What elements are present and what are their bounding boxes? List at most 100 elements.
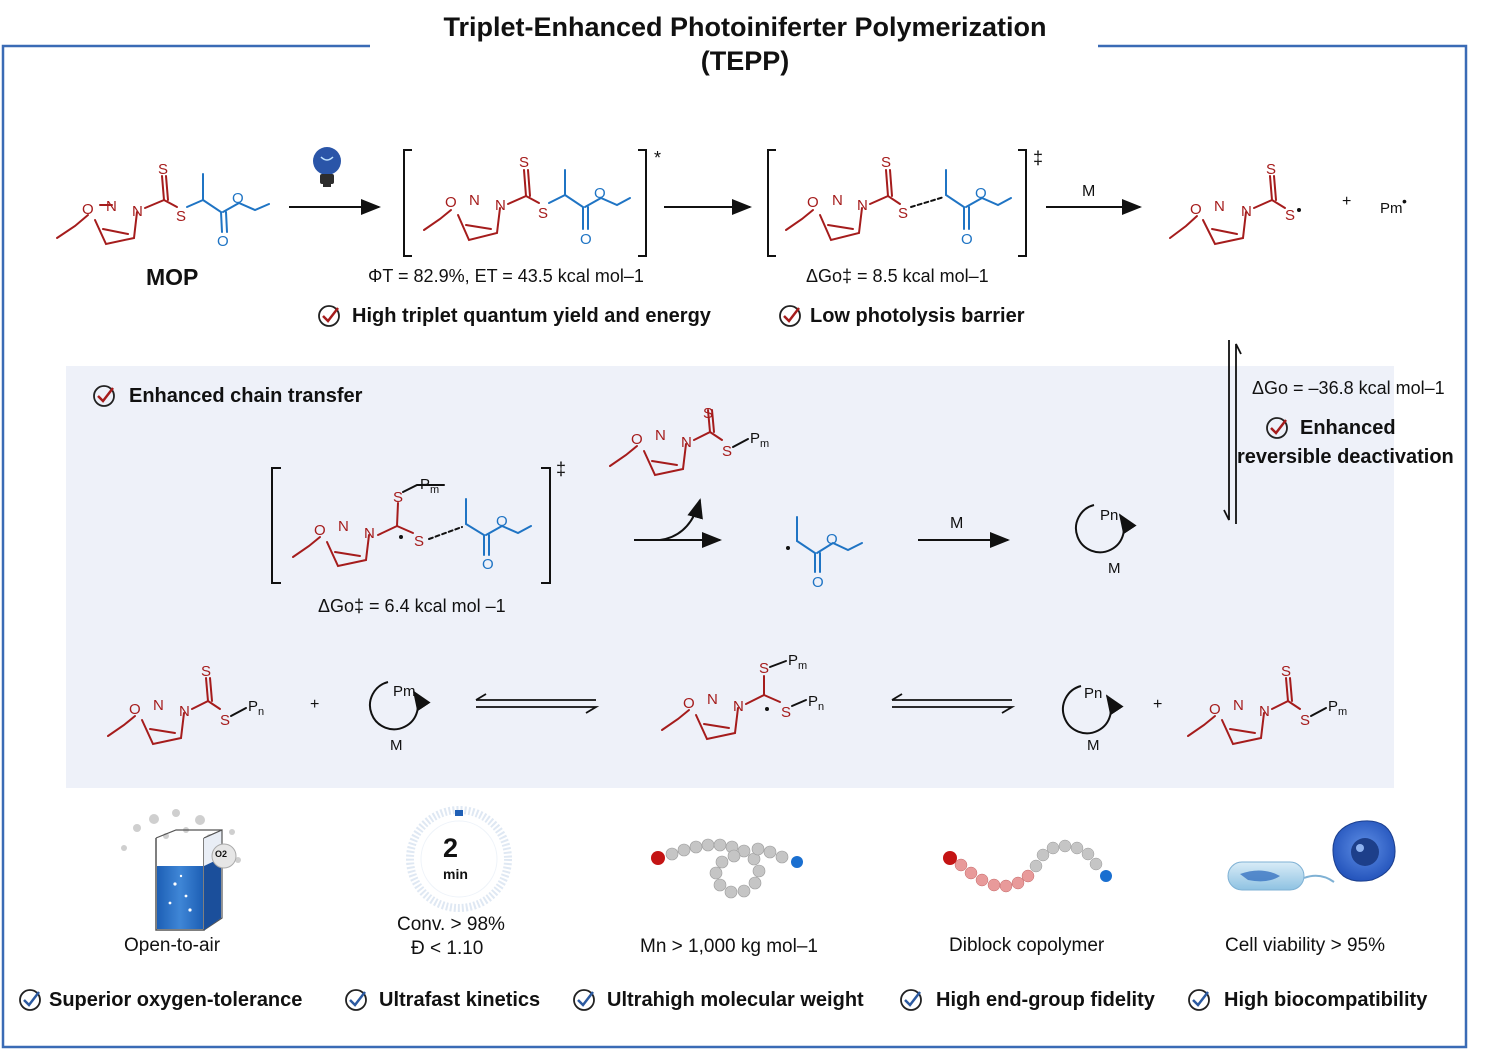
svg-text:O: O bbox=[496, 513, 508, 530]
raft-pm-molecule bbox=[1187, 677, 1327, 746]
svg-text:N: N bbox=[1241, 203, 1252, 220]
svg-text:N: N bbox=[733, 698, 744, 715]
svg-text:N: N bbox=[655, 427, 666, 444]
equilibrium-vertical-arrows bbox=[1223, 340, 1242, 524]
oxygen-bubbles-icon bbox=[121, 809, 241, 863]
mop-atom-labels: O N N S S O O bbox=[82, 161, 244, 250]
svg-text:O: O bbox=[1209, 701, 1221, 718]
svg-text:O: O bbox=[314, 522, 326, 539]
svg-text:O: O bbox=[631, 431, 643, 448]
caption-open-to-air: Open-to-air bbox=[124, 935, 221, 956]
svg-text:O: O bbox=[129, 701, 141, 718]
deactivation-dg: ΔGo = –36.8 kcal mol–1 bbox=[1252, 378, 1445, 398]
raft-radical-molecule bbox=[1169, 175, 1286, 246]
released-raft-molecule bbox=[609, 409, 749, 477]
svg-text:n: n bbox=[258, 706, 264, 718]
panel-ts-dg: ΔGo‡ = 6.4 kcal mol –1 bbox=[318, 596, 506, 616]
svg-text:N: N bbox=[106, 198, 117, 215]
propagating-chain-icon-pm bbox=[368, 681, 431, 731]
svg-text:n: n bbox=[818, 701, 824, 713]
svg-text:O: O bbox=[826, 531, 838, 548]
check-icon-barrier bbox=[779, 305, 801, 327]
check-icon-chain-transfer bbox=[93, 385, 115, 407]
feature-biocompatibility: High biocompatibility bbox=[1224, 989, 1428, 1011]
svg-text:N: N bbox=[338, 518, 349, 535]
caption-conversion: Conv. > 98% bbox=[397, 914, 505, 935]
check-icon-triplet bbox=[318, 305, 340, 327]
svg-text:S: S bbox=[881, 154, 891, 171]
intermediate-radical-labels: O N N S S P m P n bbox=[683, 652, 824, 721]
svg-text:P: P bbox=[808, 693, 818, 710]
excited-molecule bbox=[423, 169, 631, 242]
svg-text:O: O bbox=[683, 695, 695, 712]
ts-bracket bbox=[767, 149, 1027, 257]
svg-text:S: S bbox=[1300, 712, 1310, 729]
leaving-radical bbox=[796, 516, 863, 573]
plus-left: + bbox=[310, 696, 320, 713]
svg-text:S: S bbox=[519, 154, 529, 171]
timer-unit: min bbox=[443, 866, 468, 882]
svg-text:S: S bbox=[538, 205, 548, 222]
svg-text:P: P bbox=[1328, 698, 1338, 715]
svg-text:O: O bbox=[594, 185, 606, 202]
svg-text:S: S bbox=[201, 663, 211, 680]
svg-text:N: N bbox=[1214, 198, 1225, 215]
propagation-arrow-label: M bbox=[1082, 183, 1096, 200]
check-icon-oxygen bbox=[19, 989, 41, 1011]
equilibrium-arrows-right bbox=[891, 693, 1016, 714]
svg-text:S: S bbox=[898, 205, 908, 222]
svg-text:O: O bbox=[975, 185, 987, 202]
svg-text:N: N bbox=[707, 691, 718, 708]
svg-text:O: O bbox=[580, 231, 592, 248]
svg-text:S: S bbox=[781, 704, 791, 721]
polymer-coil-icon bbox=[651, 838, 803, 899]
svg-text:N: N bbox=[832, 192, 843, 209]
release-curve bbox=[659, 498, 703, 541]
ring-left-pm: Pm bbox=[393, 683, 416, 700]
ring-left-m: M bbox=[390, 737, 403, 754]
feature-deactivation-line1: Enhanced bbox=[1300, 417, 1396, 439]
feature-oxygen-tolerance: Superior oxygen-tolerance bbox=[49, 989, 303, 1011]
svg-text:O: O bbox=[961, 231, 973, 248]
svg-text:S: S bbox=[703, 405, 713, 422]
reinitiation-arrow-label: M bbox=[950, 515, 964, 532]
svg-text:O: O bbox=[482, 556, 494, 573]
panel-ts-molecule bbox=[292, 484, 532, 568]
bacteria-icon bbox=[1227, 861, 1335, 891]
outer-frame bbox=[1, 44, 1468, 1049]
svg-text:P: P bbox=[248, 698, 258, 715]
o2-molecule-icon bbox=[211, 843, 237, 869]
svg-text:N: N bbox=[469, 192, 480, 209]
raft-radical-labels: O N N S S bbox=[1190, 161, 1301, 224]
svg-text:O: O bbox=[812, 574, 824, 591]
svg-text:S: S bbox=[176, 208, 186, 225]
lightbulb-icon bbox=[313, 147, 341, 187]
svg-text:N: N bbox=[132, 203, 143, 220]
svg-text:P: P bbox=[750, 430, 760, 447]
svg-text:S: S bbox=[393, 489, 403, 506]
svg-text:N: N bbox=[1259, 703, 1270, 720]
svg-text:m: m bbox=[760, 438, 769, 450]
panel-ts-labels: O N N S S P m O O bbox=[314, 476, 508, 573]
svg-text:O: O bbox=[807, 194, 819, 211]
check-icon-fidelity bbox=[900, 989, 922, 1011]
svg-text:m: m bbox=[1338, 706, 1347, 718]
svg-text:O: O bbox=[232, 190, 244, 207]
svg-text:S: S bbox=[759, 660, 769, 677]
timer-icon bbox=[406, 806, 512, 912]
feature-triplet: High triplet quantum yield and energy bbox=[352, 305, 711, 327]
caption-molecular-weight: Mn > 1,000 kg mol–1 bbox=[640, 936, 818, 957]
chain-transfer-panel bbox=[66, 366, 1394, 788]
ring-upper-m: M bbox=[1108, 560, 1121, 577]
ring-upper-pn: Pn bbox=[1100, 507, 1119, 524]
ring-right-pn: Pn bbox=[1084, 685, 1103, 702]
feature-barrier: Low photolysis barrier bbox=[810, 305, 1025, 327]
svg-text:S: S bbox=[1281, 663, 1291, 680]
svg-text:O: O bbox=[445, 194, 457, 211]
caption-diblock: Diblock copolymer bbox=[949, 935, 1105, 956]
caption-dispersity: Đ < 1.10 bbox=[411, 938, 484, 959]
timer-value: 2 bbox=[443, 833, 459, 863]
radical-plus: + bbox=[1342, 193, 1352, 210]
svg-text:S: S bbox=[1266, 161, 1276, 178]
